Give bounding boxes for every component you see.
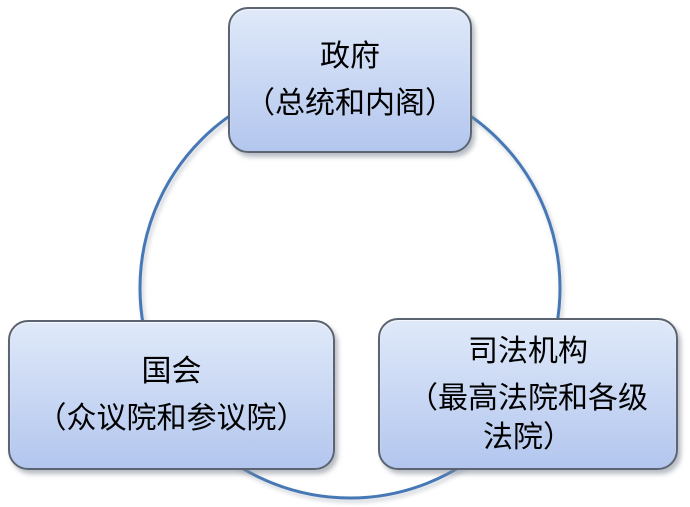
node-government-title: 政府: [320, 39, 380, 74]
node-judiciary-subtitle-line2: 法院）: [483, 419, 573, 455]
node-government-subtitle: （总统和内阁）: [245, 86, 455, 121]
node-judiciary-subtitle-line1: （最高法院和各级: [408, 380, 648, 416]
node-judiciary: 司法机构 （最高法院和各级 法院）: [378, 318, 678, 470]
node-judiciary-title: 司法机构: [468, 333, 588, 369]
node-congress-subtitle: （众议院和参议院）: [36, 401, 307, 436]
node-congress-title: 国会: [141, 354, 202, 389]
node-government: 政府 （总统和内阁）: [228, 7, 472, 153]
node-congress: 国会 （众议院和参议院）: [8, 320, 335, 470]
